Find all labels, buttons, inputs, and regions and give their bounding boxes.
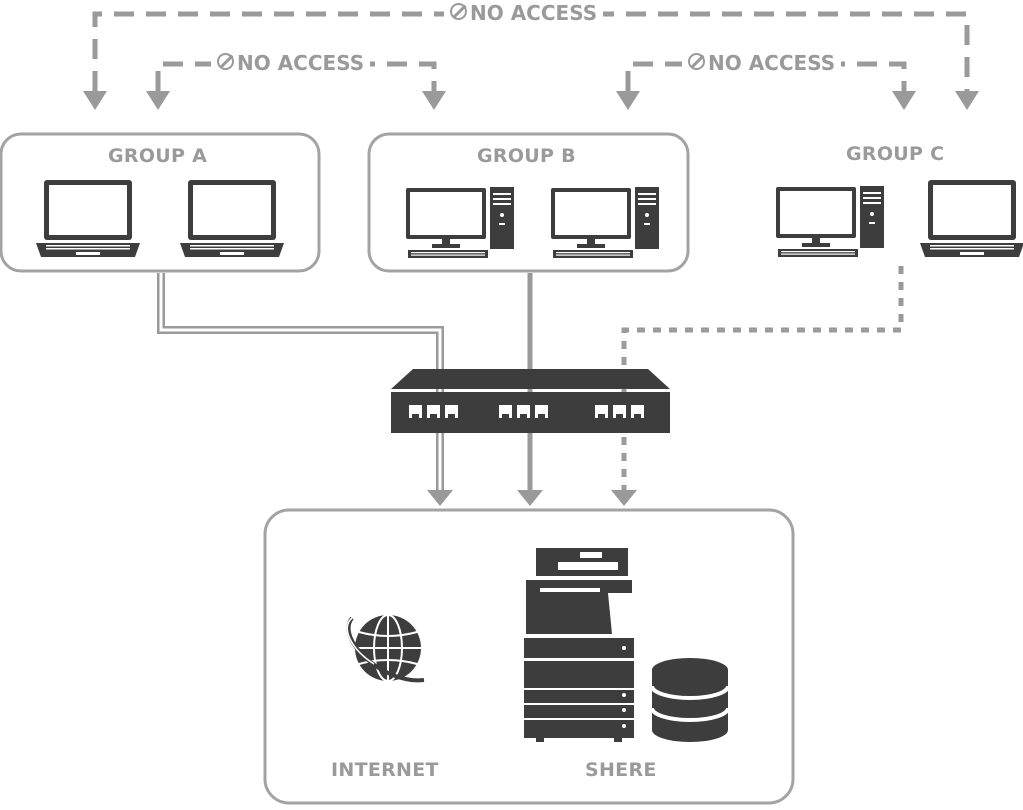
- laptop-icon: [180, 180, 284, 257]
- globe-icon: [346, 614, 425, 683]
- internet-label: INTERNET: [331, 759, 439, 781]
- no-access-icon: [217, 53, 234, 70]
- no-access-left-label: NO ACCESS: [211, 51, 371, 75]
- no-access-right-label: NO ACCESS: [682, 51, 842, 75]
- no-access-left-text: NO ACCESS: [237, 51, 365, 75]
- arrow-head: [892, 91, 916, 110]
- group-a-frame: [0, 132, 321, 273]
- network-switch-icon: [391, 369, 670, 433]
- arrow-head: [146, 91, 170, 110]
- laptop-icon: [36, 180, 140, 257]
- desktop-computer-icon: [776, 186, 884, 257]
- group-b-frame: [367, 132, 690, 273]
- database-icon: [650, 658, 730, 742]
- group-c-label: GROUP C: [846, 143, 945, 165]
- group-a-label: GROUP A: [108, 145, 208, 167]
- no-access-right-text: NO ACCESS: [708, 51, 836, 75]
- arrow-head: [83, 91, 107, 110]
- no-access-top-text: NO ACCESS: [470, 1, 598, 25]
- arrow-head: [955, 91, 979, 110]
- arrow-head: [422, 91, 446, 110]
- no-access-icon: [688, 53, 705, 70]
- group-c-connection: [621, 266, 904, 492]
- no-access-icon: [450, 3, 467, 20]
- group-a-connection: [157, 273, 444, 492]
- no-access-top-label: NO ACCESS: [444, 1, 604, 25]
- arrow-head: [616, 91, 640, 110]
- arrow-head: [517, 490, 543, 506]
- multifunction-printer-icon: [524, 548, 634, 742]
- group-b-label: GROUP B: [477, 145, 576, 167]
- desktop-computer-icon: [551, 187, 659, 258]
- laptop-icon: [920, 180, 1023, 257]
- desktop-computer-icon: [406, 187, 514, 258]
- resources-frame: [263, 508, 795, 805]
- share-label: SHERE: [585, 759, 657, 781]
- arrow-head: [427, 490, 453, 506]
- arrow-head: [611, 490, 637, 506]
